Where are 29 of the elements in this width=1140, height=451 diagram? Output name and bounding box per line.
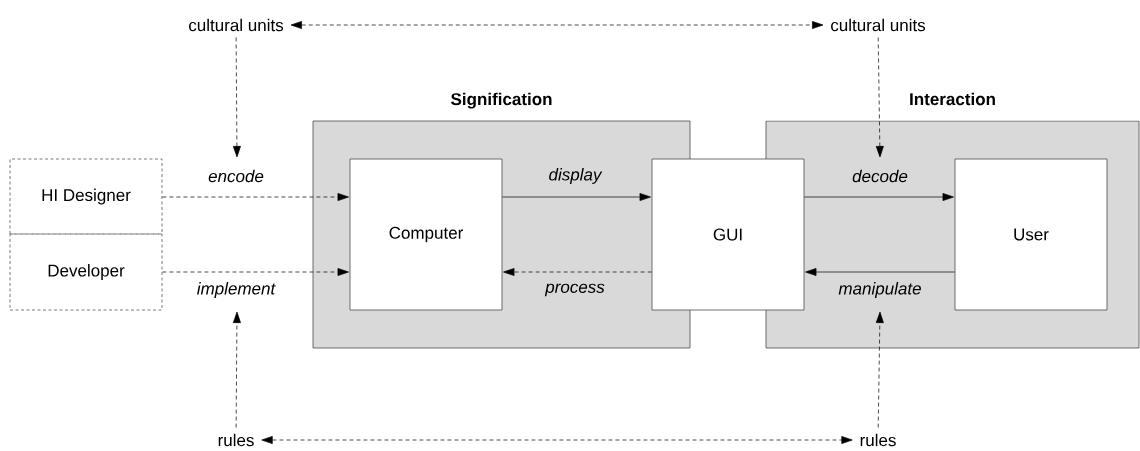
- concept-label: rules: [860, 433, 896, 447]
- arrow: [503, 268, 652, 276]
- arrow: [502, 193, 651, 201]
- edge-label: process: [544, 283, 605, 297]
- concept-label: rules: [218, 433, 254, 447]
- arrow: [875, 311, 884, 428]
- panel-heading: Signification: [451, 92, 552, 109]
- arrow: [290, 21, 824, 29]
- arrow: [232, 311, 241, 428]
- arrow: [804, 193, 954, 201]
- arrow: [261, 436, 853, 444]
- role-box: Developer: [9, 233, 163, 311]
- arrow: [232, 37, 241, 158]
- concept-label: cultural units: [189, 18, 284, 32]
- entity-box: GUI: [651, 158, 805, 311]
- arrow: [875, 37, 884, 158]
- entity-box: Computer: [349, 158, 503, 311]
- edge-label: implement: [197, 282, 276, 298]
- edge-label: encode: [208, 169, 264, 183]
- entity-box: User: [954, 158, 1108, 311]
- edge-label: decode: [852, 169, 908, 183]
- role-box: HI Designer: [9, 158, 163, 235]
- concept-label: cultural units: [831, 18, 926, 32]
- panel-heading: Interaction: [910, 92, 995, 106]
- arrow: [162, 193, 349, 201]
- arrow: [162, 268, 349, 276]
- edge-label: display: [549, 168, 603, 184]
- arrow: [805, 268, 955, 276]
- edge-label: manipulate: [838, 282, 921, 298]
